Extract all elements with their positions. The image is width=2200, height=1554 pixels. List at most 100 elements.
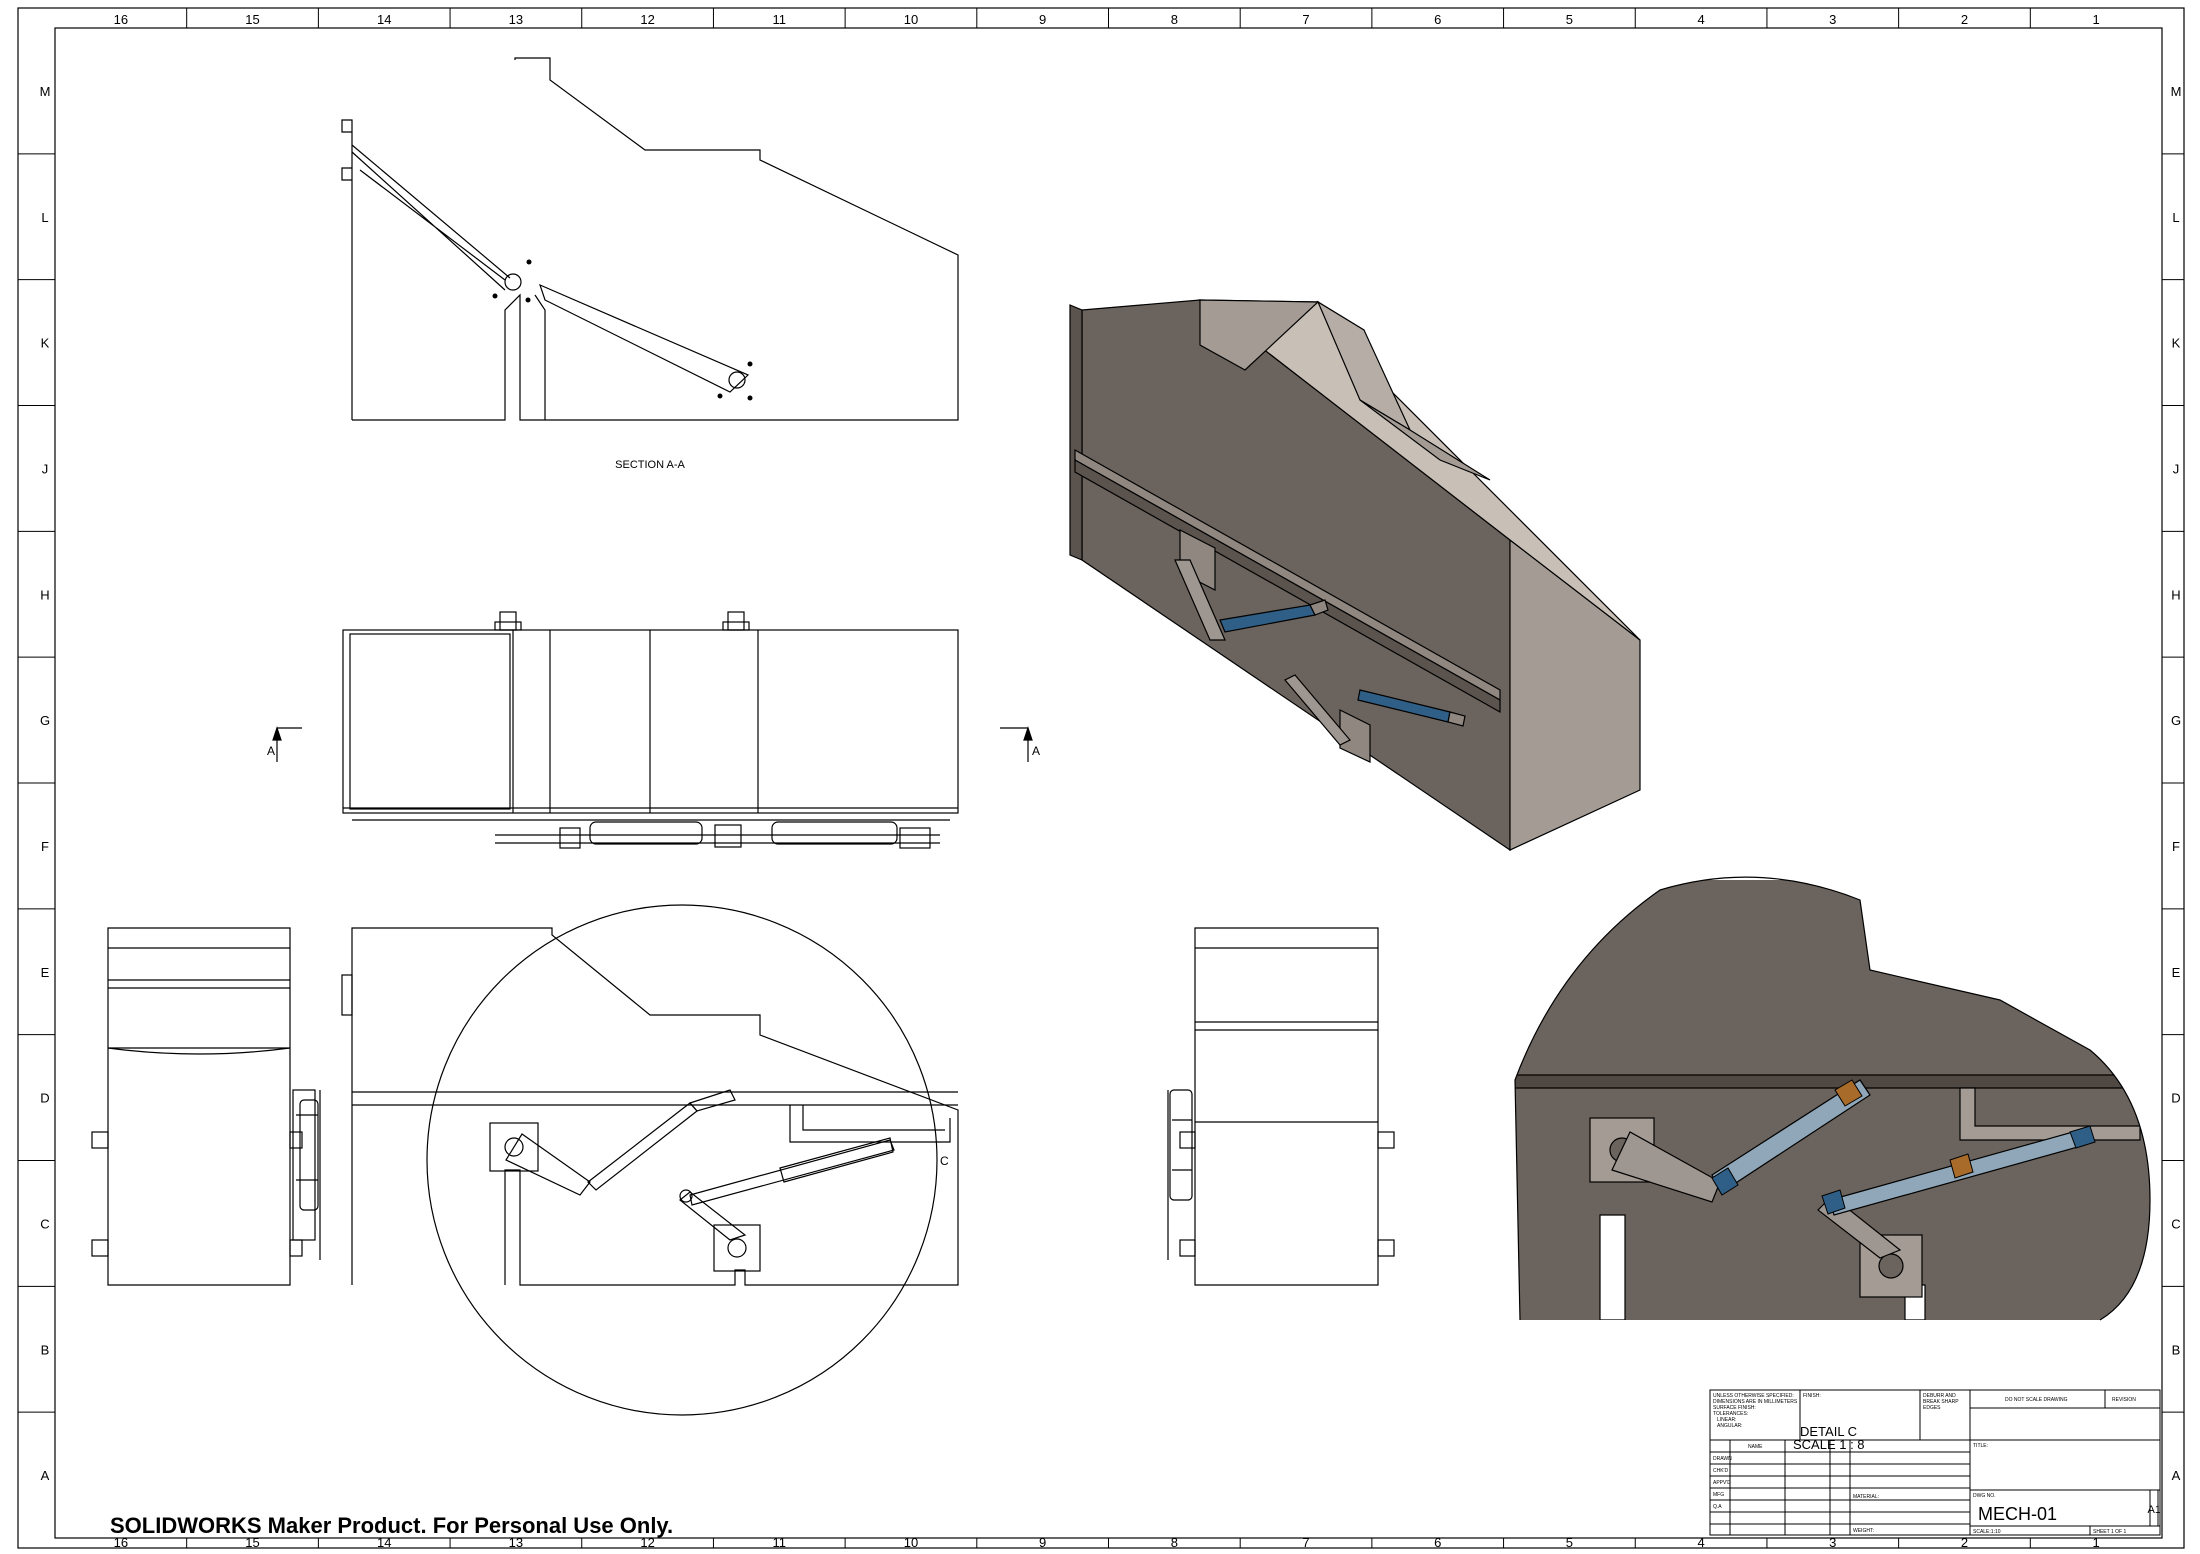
right-side-view <box>1167 927 1395 1286</box>
row-label: K <box>2172 336 2181 351</box>
column-label: 15 <box>245 12 259 27</box>
column-label: 7 <box>1302 1535 1309 1550</box>
detail-label: DETAIL C <box>1800 1424 1857 1439</box>
role-drawn: DRAWN <box>1713 1456 1732 1462</box>
tolerance-line-4: TOLERANCES: <box>1713 1411 1748 1417</box>
row-label: G <box>2171 713 2181 728</box>
column-label: 5 <box>1566 1535 1573 1550</box>
column-label: 3 <box>1829 12 1836 27</box>
column-label: 6 <box>1434 12 1441 27</box>
drawing-number: MECH-01 <box>1978 1504 2057 1524</box>
column-label: 1 <box>2093 1535 2100 1550</box>
title-block <box>1709 1389 2161 1536</box>
section-view <box>341 57 959 421</box>
detail-view <box>1515 880 2150 1320</box>
deburr-line-2: BREAK SHARP <box>1923 1399 1959 1405</box>
row-label: D <box>40 1091 49 1106</box>
row-label: G <box>40 713 50 728</box>
role-checked: CHK'D <box>1713 1468 1729 1474</box>
column-label: 11 <box>773 12 787 27</box>
row-label: E <box>41 965 50 980</box>
name-header: NAME <box>1748 1444 1763 1450</box>
column-label: 10 <box>904 1535 918 1550</box>
detail-outline <box>1514 876 2151 1321</box>
tolerance-line-1: UNLESS OTHERWISE SPECIFIED: <box>1713 1393 1794 1399</box>
sheet-label: SHEET 1 OF 1 <box>2093 1529 2126 1535</box>
row-label: A <box>41 1468 50 1483</box>
tolerance-line-3: SURFACE FINISH: <box>1713 1405 1756 1411</box>
row-label: F <box>2172 839 2180 854</box>
role-approved: APPV'D <box>1713 1480 1731 1486</box>
row-label: J <box>42 461 49 476</box>
column-label: 1 <box>2093 12 2100 27</box>
column-label: 8 <box>1171 1535 1178 1550</box>
top-view <box>342 611 959 849</box>
column-label: 12 <box>640 1535 654 1550</box>
column-label: 14 <box>377 1535 391 1550</box>
column-ticks: 1616151514141313121211111010998877665544… <box>114 8 2100 1550</box>
section-marker-right: A <box>1032 744 1040 758</box>
section-label: SECTION A-A <box>615 459 685 471</box>
column-label: 5 <box>1566 12 1573 27</box>
column-label: 14 <box>377 12 391 27</box>
column-label: 3 <box>1829 1535 1836 1550</box>
row-label: L <box>41 210 48 225</box>
column-label: 6 <box>1434 1535 1441 1550</box>
column-label: 13 <box>509 1535 523 1550</box>
maker-watermark: SOLIDWORKS Maker Product. For Personal U… <box>110 1513 674 1538</box>
section-arrow-right <box>1000 726 1033 762</box>
row-label: H <box>2171 587 2180 602</box>
left-side-view <box>91 927 321 1286</box>
role-qa: Q.A <box>1713 1504 1722 1510</box>
revision-label: REVISION <box>2112 1397 2136 1403</box>
section-marker-left: A <box>267 744 275 758</box>
section-arrow-left <box>272 726 302 762</box>
isometric-view <box>1069 299 1641 852</box>
row-label: F <box>41 839 49 854</box>
weight-label: WEIGHT: <box>1853 1528 1874 1534</box>
column-label: 16 <box>114 12 128 27</box>
title-label: TITLE: <box>1973 1443 1988 1449</box>
deburr-line-3: EDGES <box>1923 1405 1941 1411</box>
sheet-size: A1 <box>2148 1504 2161 1516</box>
deburr-line-1: DEBURR AND <box>1923 1393 1956 1399</box>
detail-marker: C <box>940 1154 949 1168</box>
column-label: 12 <box>640 12 654 27</box>
row-label: L <box>2172 210 2179 225</box>
column-label: 13 <box>509 12 523 27</box>
row-label: H <box>40 587 49 602</box>
column-label: 9 <box>1039 12 1046 27</box>
row-label: M <box>40 84 51 99</box>
column-label: 2 <box>1961 1535 1968 1550</box>
column-label: 4 <box>1697 1535 1704 1550</box>
material-label: MATERIAL: <box>1853 1494 1879 1500</box>
tolerance-line-5: LINEAR: <box>1717 1417 1736 1423</box>
row-label: C <box>40 1216 49 1231</box>
scale-label: SCALE:1:10 <box>1973 1529 2001 1535</box>
detail-scale: SCALE 1 : 8 <box>1793 1437 1865 1452</box>
row-label: B <box>41 1342 50 1357</box>
no-scale-label: DO NOT SCALE DRAWING <box>2005 1397 2068 1403</box>
row-label: J <box>2173 461 2180 476</box>
column-label: 10 <box>904 12 918 27</box>
role-mfg: MFG <box>1713 1492 1724 1498</box>
tolerance-line-2: DIMENSIONS ARE IN MILLIMETERS <box>1713 1399 1798 1405</box>
row-label: C <box>2171 1216 2180 1231</box>
row-label: B <box>2172 1342 2181 1357</box>
row-label: K <box>41 336 50 351</box>
front-view <box>341 904 959 1416</box>
row-label: D <box>2171 1091 2180 1106</box>
column-label: 4 <box>1697 12 1704 27</box>
tolerance-line-6: ANGULAR: <box>1717 1423 1743 1429</box>
column-label: 8 <box>1171 12 1178 27</box>
column-label: 16 <box>114 1535 128 1550</box>
row-label: M <box>2171 84 2182 99</box>
column-label: 7 <box>1302 12 1309 27</box>
column-label: 11 <box>773 1535 787 1550</box>
dwg-no-label: DWG NO. <box>1973 1493 1996 1499</box>
column-label: 15 <box>245 1535 259 1550</box>
row-label: A <box>2172 1468 2181 1483</box>
column-label: 2 <box>1961 12 1968 27</box>
